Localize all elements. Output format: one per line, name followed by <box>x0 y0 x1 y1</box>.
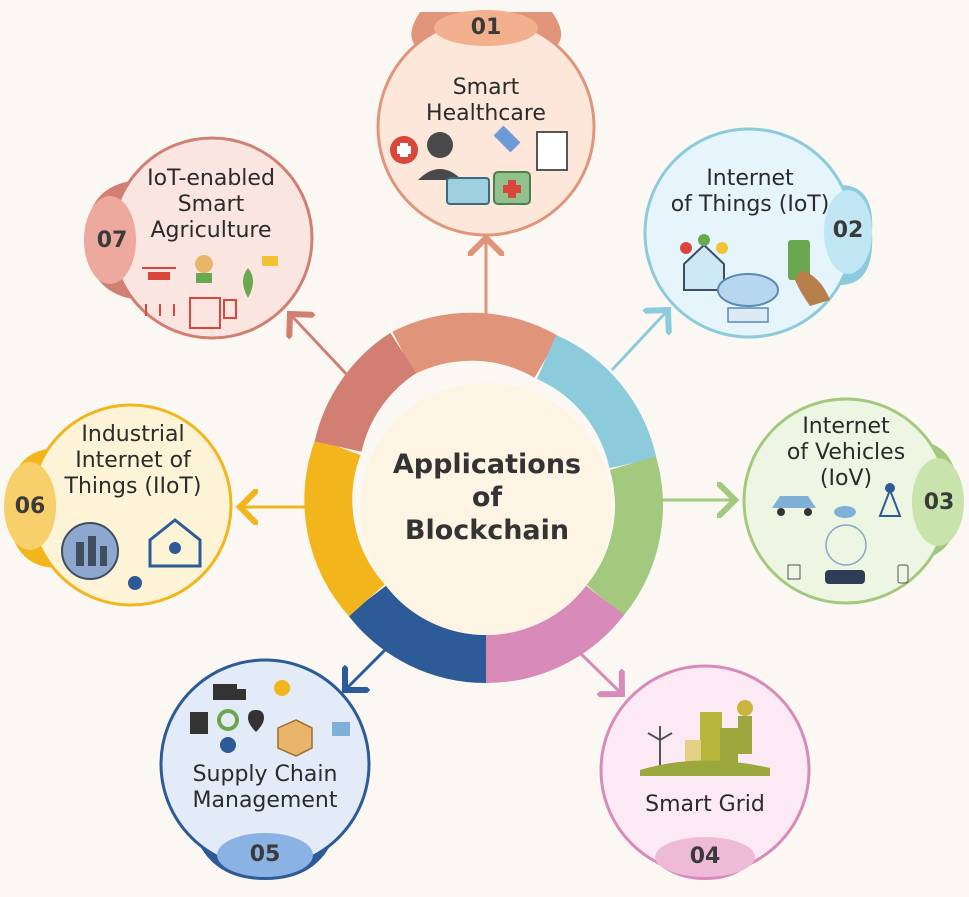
clipboard-icon <box>536 131 568 171</box>
number-07: 07 <box>96 228 128 253</box>
label-iot: Internet of Things (IoT) <box>660 166 840 218</box>
antenna-tower-icon <box>878 487 902 517</box>
smart-home-icon <box>683 243 725 291</box>
label-iov-line3: (IoV) <box>819 466 873 491</box>
plant-sensor-icon <box>243 268 253 298</box>
badge-grid <box>655 837 755 877</box>
badge-iiot <box>4 462 56 550</box>
worker-icon <box>737 700 753 716</box>
location-pin-icon <box>248 710 264 732</box>
badge-iot <box>824 190 872 274</box>
center-ring <box>304 312 663 684</box>
label-agri: IoT-enabled Smart Agriculture <box>126 166 296 244</box>
badge-agri <box>84 196 136 284</box>
supply-icons <box>190 680 350 757</box>
node-healthcare[interactable] <box>376 10 596 237</box>
grid-icons <box>640 700 770 776</box>
number-01: 01 <box>470 15 502 40</box>
center-title: Applications of Blockchain <box>380 448 594 547</box>
label-iiot-line3: Things (IIoT) <box>64 474 202 499</box>
hand-phone-icon <box>788 240 810 280</box>
label-iiot: Industrial Internet of Things (IIoT) <box>48 422 218 500</box>
label-iot-line2: of Things (IoT) <box>670 192 830 217</box>
iov-icons <box>772 483 909 584</box>
cloud-network-icon <box>717 273 779 307</box>
label-iov-line2: of Vehicles <box>786 440 906 465</box>
label-supply: Supply Chain Management <box>170 762 360 814</box>
label-supply-line1: Supply Chain <box>192 762 338 787</box>
node-iot[interactable] <box>643 127 873 339</box>
arrow-grid <box>573 646 622 694</box>
node-agri[interactable] <box>84 136 314 340</box>
label-healthcare: Smart Healthcare <box>396 75 576 127</box>
badge-iov <box>912 458 964 546</box>
label-iiot-line1: Industrial <box>81 422 185 447</box>
doctor-icon <box>427 132 453 158</box>
drone-icon <box>148 272 170 280</box>
box-icon <box>277 719 313 757</box>
factory-icon <box>190 712 208 734</box>
cloud-icon <box>834 506 856 518</box>
smart-factory-icon <box>148 518 202 568</box>
gear-icon <box>217 709 239 731</box>
arrow-supply <box>345 641 394 690</box>
truck-icon <box>213 684 237 700</box>
label-agri-line2: Smart <box>177 192 245 217</box>
number-06: 06 <box>14 494 46 519</box>
sensor-hub-icon <box>128 576 142 590</box>
team-icon <box>220 737 236 753</box>
arrow-agri <box>290 314 352 380</box>
center-title-line3: Blockchain <box>404 515 570 546</box>
ring-segment-healthcare <box>392 312 559 379</box>
node-supply[interactable] <box>159 658 371 880</box>
center-disc <box>360 383 612 635</box>
label-healthcare-line1: Smart <box>452 75 520 100</box>
label-grid: Smart Grid <box>620 792 790 818</box>
label-agri-line1: IoT-enabled <box>147 166 275 191</box>
label-agri-line3: Agriculture <box>150 218 272 243</box>
node-iiot[interactable] <box>4 403 233 607</box>
car-icon <box>772 496 816 508</box>
label-supply-line2: Management <box>192 788 338 813</box>
badge-supply <box>217 833 313 877</box>
number-04: 04 <box>689 844 721 869</box>
number-05: 05 <box>249 842 281 867</box>
irrigation-icon <box>189 297 221 329</box>
ring-segment-iot <box>536 335 657 469</box>
badge-healthcare <box>434 10 538 46</box>
ring-segment-supply <box>347 585 487 684</box>
solar-building-icon <box>700 712 722 770</box>
center-title-line2: of <box>471 482 503 513</box>
center-title-line1: Applications <box>392 449 582 480</box>
agri-icons <box>142 255 278 329</box>
label-iiot-line2: Internet of <box>75 448 191 473</box>
healthcare-icons <box>390 125 568 205</box>
label-iov: Internet of Vehicles (IoV) <box>766 414 926 492</box>
node-grid[interactable] <box>599 664 811 880</box>
farmer-icon <box>195 255 213 273</box>
ring-segment-iiot <box>304 438 386 617</box>
insurance-card-icon <box>446 177 490 205</box>
iiot-icons <box>61 518 202 590</box>
number-03: 03 <box>923 490 955 515</box>
label-healthcare-line2: Healthcare <box>426 101 546 126</box>
ring-segment-iov <box>586 456 663 616</box>
ring-segment-grid <box>485 585 625 684</box>
label-iov-line1: Internet <box>802 414 890 439</box>
node-iov[interactable] <box>742 397 964 605</box>
label-iot-line1: Internet <box>706 166 794 191</box>
label-grid-line1: Smart Grid <box>645 792 765 817</box>
ring-segment-agri <box>314 332 417 453</box>
number-02: 02 <box>832 218 864 243</box>
arrow-iot <box>610 310 668 372</box>
iot-icons <box>680 234 830 323</box>
